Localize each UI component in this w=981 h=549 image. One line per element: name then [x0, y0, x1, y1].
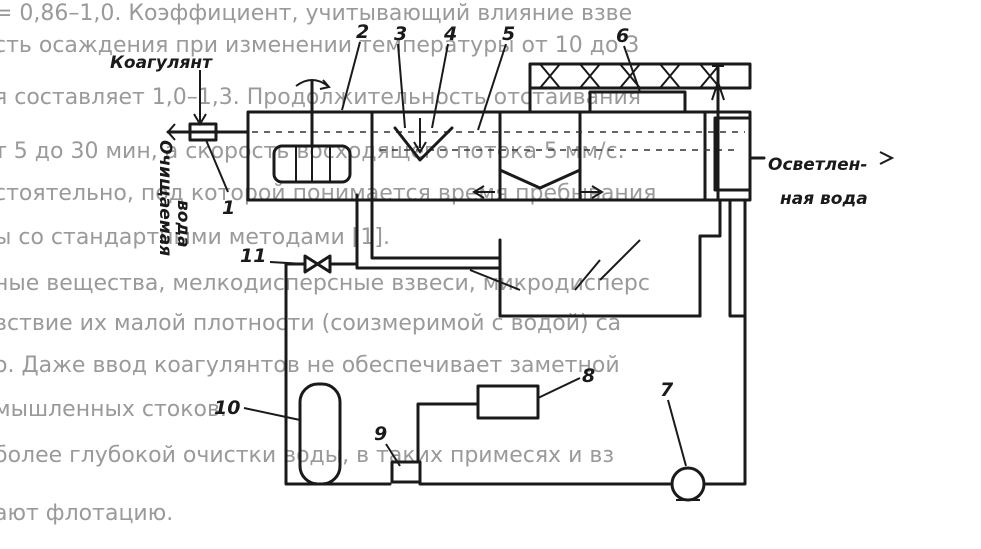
inlet-label-line1: Очищаемая	[155, 140, 175, 256]
leader-3	[397, 43, 406, 129]
foam-scraper	[528, 62, 752, 114]
bg-line-9: о. Даже ввод коагулянтов не обеспечивает…	[0, 353, 620, 378]
pump	[670, 466, 706, 502]
flow-arrowhead-right-icon	[591, 185, 604, 199]
chamber-arrow-3	[599, 239, 641, 281]
air-receiver	[298, 382, 342, 486]
compressor-body	[476, 384, 540, 420]
flotation-tank	[246, 110, 752, 202]
ejector	[390, 402, 480, 484]
number-2: 2	[356, 21, 369, 43]
coagulant-label: Коагулянт	[110, 53, 213, 73]
vent-pipe	[711, 65, 725, 202]
valve	[303, 254, 332, 274]
flow-arrowhead-left-icon	[472, 185, 485, 199]
background-text-block: = 0,86–1,0. Коэффициент, учитывающий вли…	[0, 1, 656, 526]
bg-line-10: мышленных стоков.	[0, 397, 227, 422]
outlet-chamber	[713, 116, 752, 192]
rotation-arrowhead-icon	[319, 79, 331, 90]
dosing-device	[188, 122, 218, 142]
scraper-blade	[588, 90, 687, 114]
chamber-arrow-1	[469, 269, 521, 291]
valve-icon	[303, 254, 332, 274]
coagulant-dosing	[166, 70, 250, 142]
mixer	[272, 79, 352, 184]
number-8: 8	[582, 365, 595, 387]
ejector-air-line	[416, 402, 480, 464]
pump-icon	[670, 466, 706, 502]
bg-line-12: ают флотацию.	[0, 501, 173, 526]
number-11: 11	[240, 245, 266, 267]
pipe-from-mixer	[355, 193, 502, 270]
collector-arrowhead-icon	[413, 141, 427, 154]
leader-lines	[205, 41, 687, 467]
bg-line-11: более глубокой очистки воды, в таких при…	[0, 443, 614, 468]
compressor	[476, 384, 540, 420]
outlet-arrowhead-icon	[879, 151, 895, 165]
chamber-arrow-2	[574, 259, 601, 291]
receiver-body	[298, 382, 342, 486]
number-1: 1	[222, 197, 235, 219]
inlet-arrowhead-icon	[166, 123, 176, 141]
labels: Коагулянт Очищаемая вода Осветлен- ная в…	[110, 53, 868, 256]
v-collector-middle	[498, 168, 582, 190]
bg-line-6: ы со стандартными методами [1].	[0, 225, 390, 250]
bg-line-5: стоятельно, под которой понимается время…	[0, 181, 656, 206]
number-5: 5	[502, 23, 515, 45]
leader-8	[537, 377, 581, 399]
number-3: 3	[394, 23, 407, 45]
leader-6	[623, 45, 641, 93]
leader-2	[341, 41, 361, 111]
outlet-label-line2: ная вода	[780, 189, 868, 209]
pipe-outlet-return	[728, 198, 747, 318]
item-numbers: 1 2 3 4 5 6 7 8 9 10 11	[214, 21, 674, 445]
leader-1	[205, 139, 229, 193]
ejector-body	[390, 460, 422, 484]
pipe-right-down	[704, 198, 747, 486]
chamber-wall	[498, 238, 702, 318]
vent-valve-icon	[711, 78, 725, 101]
bg-line-2: сть осаждения при изменении температуры …	[0, 33, 639, 58]
saturation-chamber	[469, 238, 702, 318]
scraper-hatch	[539, 63, 721, 89]
bg-line-1: = 0,86–1,0. Коэффициент, учитывающий вли…	[0, 1, 632, 26]
leader-9	[385, 443, 401, 467]
recirculation-piping	[284, 193, 747, 486]
number-6: 6	[616, 25, 629, 47]
number-10: 10	[214, 397, 240, 419]
pipe-to-outlet	[698, 198, 722, 318]
foam-collectors	[393, 118, 604, 199]
leader-4	[431, 43, 449, 129]
coagulant-arrowhead-icon	[193, 113, 207, 126]
bg-line-7: ные вещества, мелкодисперсные взвеси, ми…	[0, 271, 650, 296]
leader-7	[667, 399, 687, 467]
pipe-from-flotation	[370, 198, 502, 260]
number-9: 9	[374, 423, 387, 445]
outlet-label-line1: Осветлен-	[768, 155, 867, 175]
v-collector-left	[393, 126, 454, 162]
leader-11	[269, 261, 306, 265]
number-7: 7	[660, 379, 674, 401]
leader-5	[477, 43, 507, 131]
outlet-arrow	[748, 151, 895, 165]
leader-10	[243, 407, 301, 421]
number-4: 4	[443, 23, 457, 45]
inlet-label-line2: вода	[173, 200, 193, 248]
